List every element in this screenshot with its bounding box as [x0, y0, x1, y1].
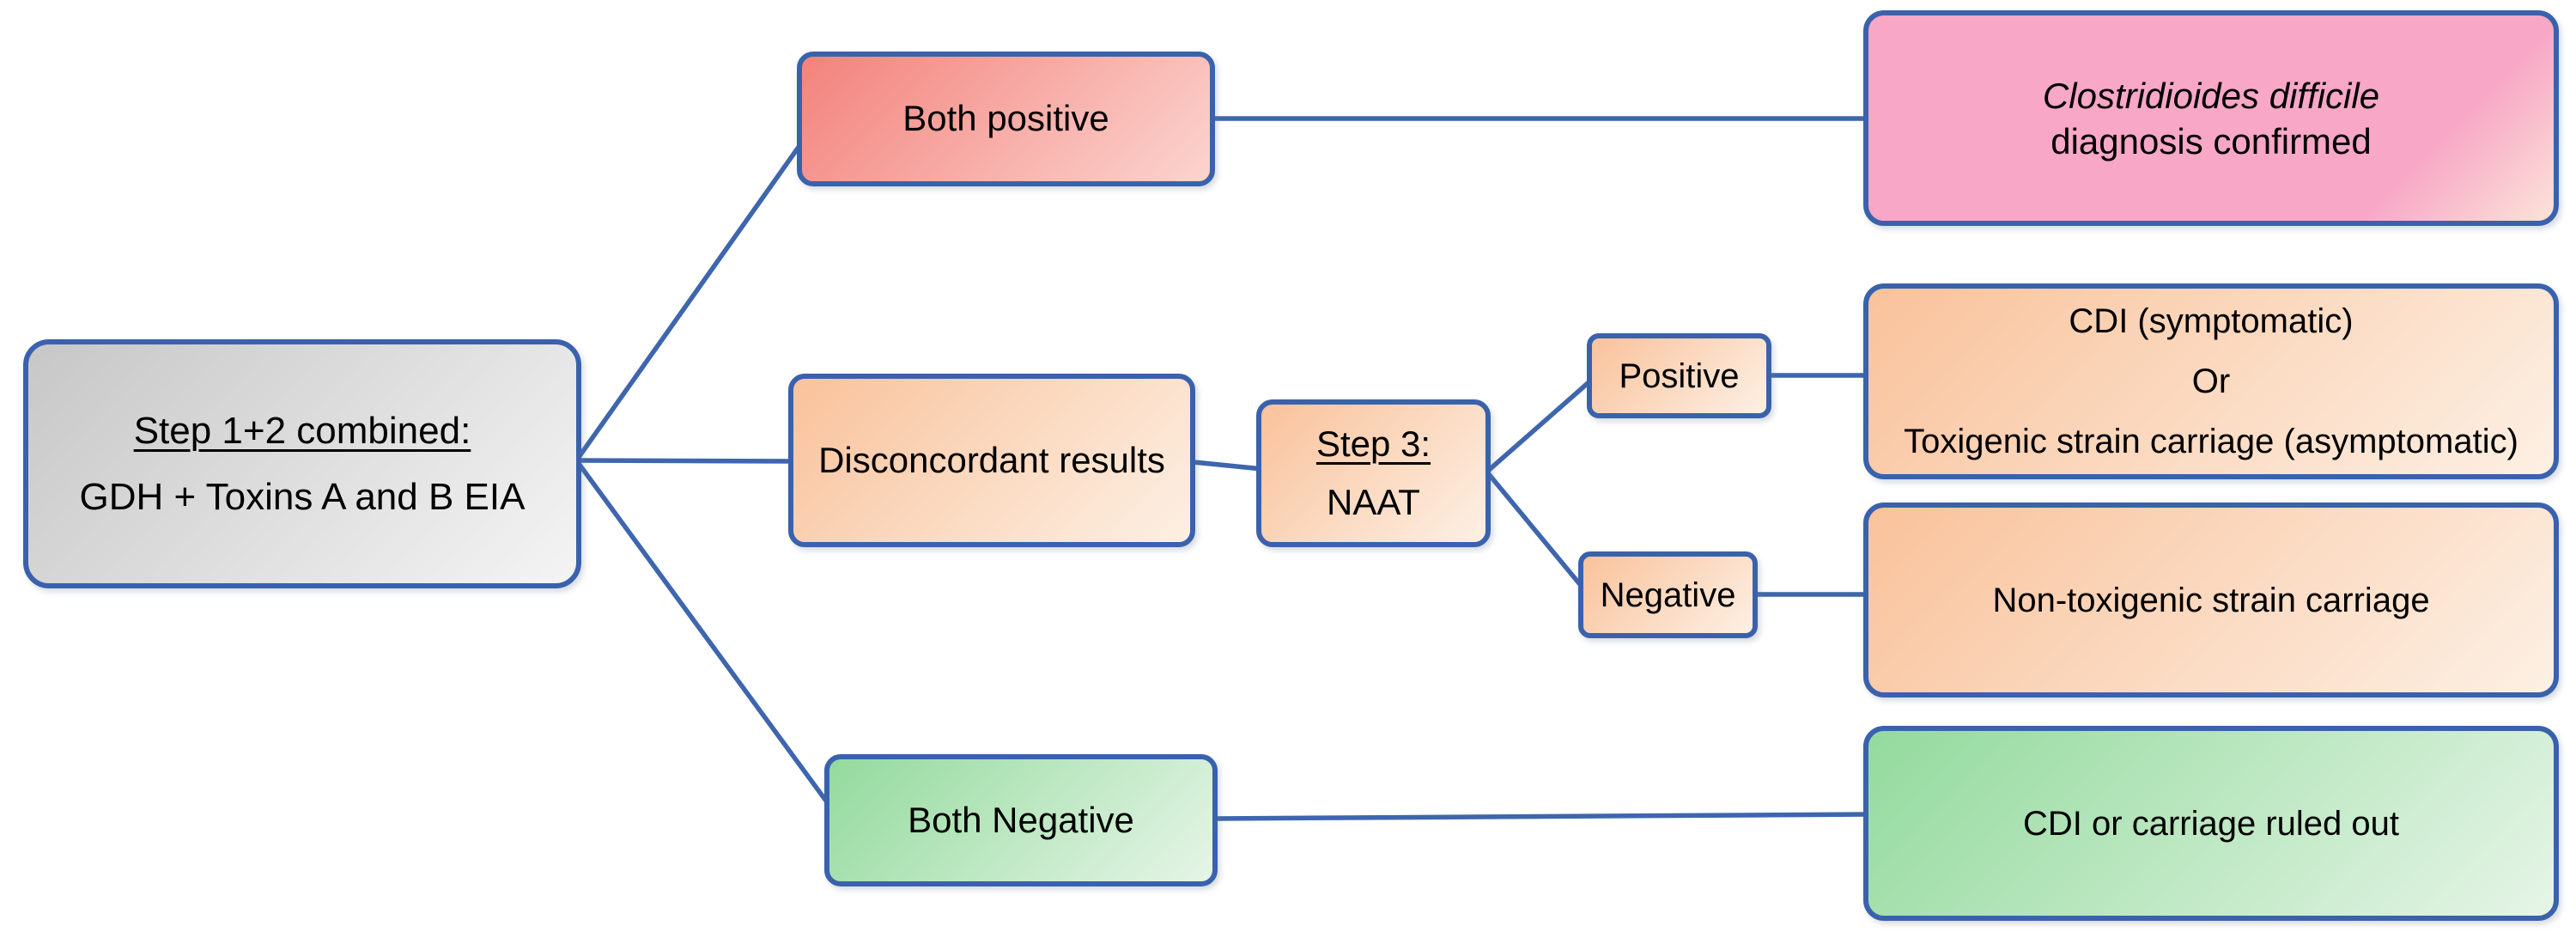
node-both-positive: Both positive [797, 52, 1215, 186]
step3-subtitle: NAAT [1327, 482, 1420, 522]
connector-root-to-disconcordant [574, 458, 801, 464]
naat-negative-label: Negative [1600, 576, 1736, 614]
confirmed-text: diagnosis confirmed [2050, 120, 2372, 161]
step12-title: Step 1+2 combined: [133, 410, 471, 452]
node-step3-naat: Step 3: NAAT [1256, 399, 1491, 547]
cdi-line2: Or [2191, 362, 2231, 400]
naat-positive-label: Positive [1619, 356, 1740, 395]
node-disconcordant-results: Disconcordant results [788, 374, 1195, 547]
connector-root-to-both-positive [574, 126, 814, 462]
cdi-line1: CDI (symptomatic) [2069, 302, 2354, 340]
disconcordant-label: Disconcordant results [818, 439, 1165, 480]
node-naat-negative: Negative [1578, 551, 1758, 638]
connector-step3-to-positive [1485, 375, 1596, 473]
connector-both-negative-to-ruled-out [1213, 812, 1873, 821]
both-negative-label: Both Negative [908, 799, 1134, 840]
node-step12-combined: Step 1+2 combined: GDH + Toxins A and B … [23, 339, 581, 588]
connector-disconcordant-to-step3 [1191, 460, 1265, 472]
both-positive-label: Both positive [902, 98, 1109, 139]
node-diagnosis-confirmed: Clostridioides difficile diagnosis confi… [1863, 10, 2559, 226]
node-both-negative: Both Negative [824, 754, 1218, 886]
non-toxigenic-label: Non-toxigenic strain carriage [1992, 581, 2430, 619]
node-cdi-or-toxigenic-carriage: CDI (symptomatic) Or Toxigenic strain ca… [1863, 283, 2559, 479]
cdi-line3: Toxigenic strain carriage (asymptomatic) [1904, 423, 2518, 460]
node-non-toxigenic-carriage: Non-toxigenic strain carriage [1863, 502, 2559, 697]
step12-subtitle: GDH + Toxins A and B EIA [79, 476, 526, 518]
ruled-out-label: CDI or carriage ruled out [2023, 804, 2399, 843]
connector-root-to-both-negative [574, 459, 840, 819]
connector-step3-to-negative [1485, 471, 1589, 595]
node-naat-positive: Positive [1587, 333, 1771, 418]
node-cdi-ruled-out: CDI or carriage ruled out [1863, 726, 2559, 921]
step3-title: Step 3: [1315, 423, 1431, 464]
confirmed-species: Clostridioides difficile [2042, 75, 2380, 116]
